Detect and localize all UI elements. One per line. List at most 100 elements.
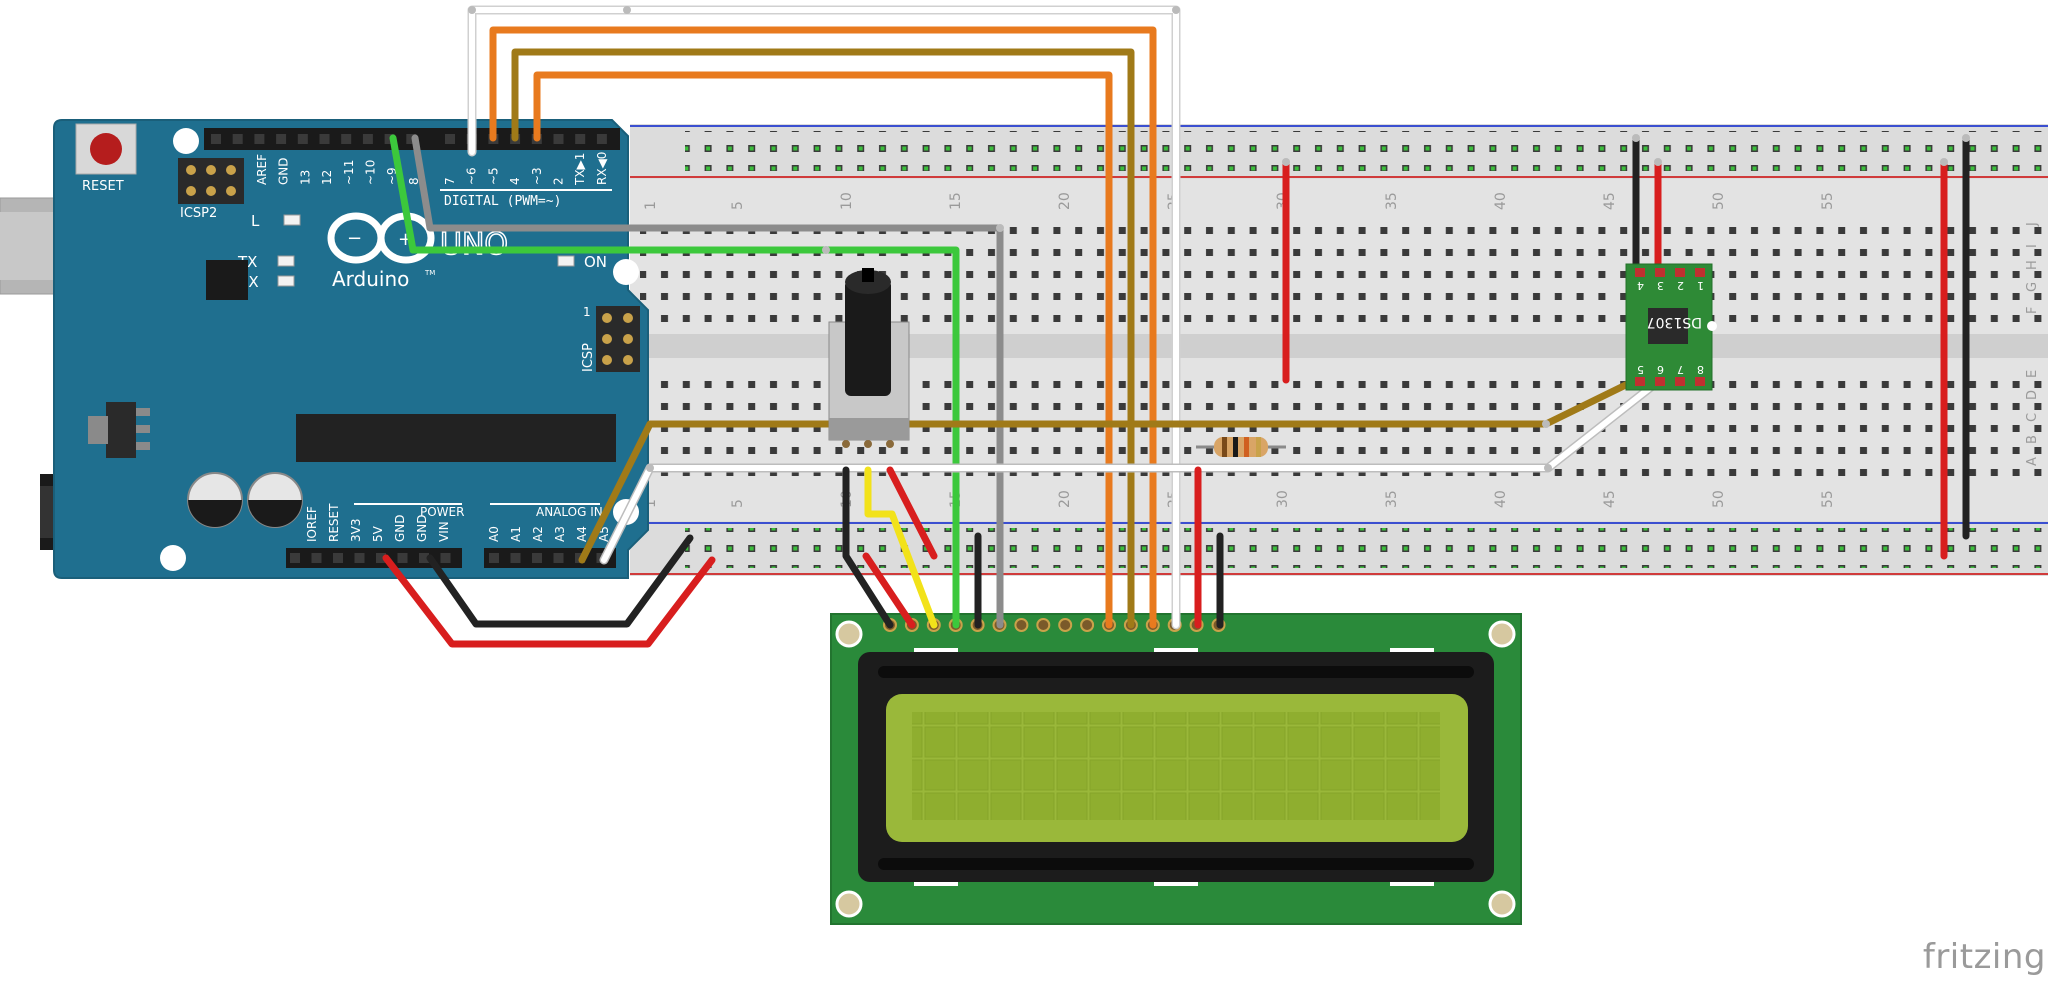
- lcd-16x2: [830, 613, 1522, 925]
- rtc-pin-label: 7: [1677, 363, 1684, 376]
- header-pin: [333, 553, 343, 563]
- row-letter: A: [2025, 457, 2040, 466]
- fritzing-brand: fritzing: [1922, 937, 2046, 977]
- icsp-label: ICSP: [581, 343, 596, 372]
- wire-bendpoint: [996, 224, 1004, 232]
- header-pin: [319, 134, 330, 144]
- digital-pin-label: RX◀0: [595, 152, 609, 185]
- wire-red-pot: [886, 466, 938, 560]
- row-letter: B: [2025, 435, 2040, 444]
- rtc-pin-label: 4: [1637, 279, 1644, 292]
- icsp2-header: [178, 158, 244, 204]
- header-pin: [419, 553, 429, 563]
- column-number: 35: [1384, 490, 1400, 508]
- potentiometer: [828, 268, 910, 448]
- wire-brown-d5: [511, 48, 1135, 629]
- column-number: 40: [1493, 192, 1509, 210]
- header-pin: [532, 553, 542, 563]
- digital-pin-label: TX▶1: [573, 153, 587, 186]
- header-pin: [445, 134, 455, 144]
- header-pin: [440, 553, 451, 563]
- icsp2-label: ICSP2: [180, 206, 217, 221]
- digital-pin-label: AREF: [255, 154, 269, 185]
- wire-red-lcd-vdd: [862, 552, 916, 629]
- analog-pin-label: A0: [487, 526, 501, 542]
- header-pin: [254, 134, 265, 144]
- header-pin: [311, 553, 322, 563]
- header-pin: [596, 134, 607, 144]
- wire-bendpoint: [1544, 464, 1552, 472]
- column-number: 15: [948, 192, 964, 210]
- analog-header-label: ANALOG IN: [536, 505, 603, 519]
- uno-logo-text: UNO: [440, 227, 508, 262]
- column-number: 5: [730, 201, 746, 210]
- wire-bendpoint: [1654, 158, 1662, 166]
- digital-pin-label: ~6: [465, 167, 479, 185]
- row-letter: I: [2025, 244, 2040, 248]
- status-led: [277, 275, 295, 287]
- lcd-pin: [1080, 618, 1095, 632]
- top-rail-holes: [685, 131, 2045, 171]
- wire-bendpoint: [1282, 158, 1290, 166]
- rtc-pad: [1675, 377, 1685, 386]
- wire-bendpoint: [1172, 6, 1180, 14]
- resistor: [1196, 437, 1286, 457]
- analog-pin-label: A4: [575, 526, 589, 542]
- status-led: [557, 255, 575, 267]
- rtc-chip-label: DS1307: [1647, 314, 1702, 330]
- column-number: 1: [643, 499, 659, 508]
- row-letter: E: [2025, 370, 2040, 378]
- header-pin: [510, 553, 521, 563]
- digital-header-label: DIGITAL (PWM=~): [444, 194, 561, 209]
- usb-chip: [206, 260, 248, 300]
- column-number: 50: [1711, 192, 1727, 210]
- wire-green-d12: [389, 134, 960, 629]
- arduino-tm-label: TM: [424, 269, 435, 277]
- digital-pin-label: ~5: [486, 167, 500, 185]
- row-letter: D: [2025, 390, 2040, 400]
- wire-black-lcd-vss: [842, 466, 894, 629]
- wire-black-gnd: [426, 534, 694, 628]
- rtc-pad: [1695, 377, 1705, 386]
- wire-bendpoint: [623, 6, 631, 14]
- wire-bendpoint: [468, 6, 476, 14]
- arduino-brand-label: Arduino: [332, 267, 409, 291]
- column-number: 45: [1602, 490, 1618, 508]
- reset-button[interactable]: [75, 123, 137, 175]
- wire-bendpoint: [1962, 134, 1970, 142]
- wire-bendpoint: [646, 464, 654, 472]
- power-pin-label: GND: [393, 514, 407, 542]
- rtc-pad: [1655, 377, 1665, 386]
- wire-orange-d6: [489, 26, 1157, 629]
- column-number: 10: [839, 192, 855, 210]
- rtc-pad: [1635, 377, 1645, 386]
- wire-red-5v: [382, 554, 716, 648]
- column-number: 20: [1057, 192, 1073, 210]
- power-pin-label: RESET: [327, 503, 341, 542]
- header-pin: [384, 134, 395, 144]
- analog-pin-label: A2: [531, 526, 545, 542]
- header-pin: [341, 134, 352, 144]
- header-pin: [354, 553, 365, 563]
- column-number: 40: [1493, 490, 1509, 508]
- row-letter: G: [2025, 282, 2040, 292]
- power-header-strip: [286, 548, 462, 568]
- status-led: [277, 255, 295, 267]
- header-pin: [489, 553, 499, 563]
- power-pin-label: 3V3: [349, 519, 363, 542]
- wire-orange-d4: [533, 71, 1113, 629]
- digital-pin-label: 7: [443, 177, 457, 185]
- lcd-pin: [1014, 618, 1029, 632]
- icsp-header: [596, 306, 640, 372]
- digital-pin-label: GND: [277, 157, 291, 185]
- capacitor: [247, 472, 303, 528]
- voltage-regulator: [106, 402, 136, 458]
- row-letter: C: [2025, 413, 2040, 422]
- header-pin: [406, 134, 417, 144]
- reset-label: RESET: [82, 179, 124, 194]
- led-label: L: [251, 212, 260, 230]
- header-pin: [232, 134, 243, 144]
- header-pin: [376, 553, 386, 563]
